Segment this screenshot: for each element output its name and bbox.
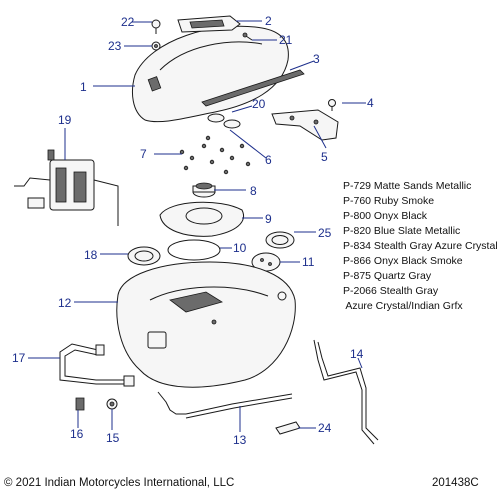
callout-8: 8 bbox=[250, 184, 257, 198]
leader-lines bbox=[28, 20, 366, 432]
part-25-ring bbox=[265, 231, 295, 249]
legend-item: P-820 Blue Slate Metallic bbox=[343, 225, 461, 237]
callout-3: 3 bbox=[313, 52, 320, 66]
drawing-number: 201438C bbox=[432, 477, 479, 489]
part-13-hose bbox=[157, 391, 293, 419]
part-14-tube bbox=[313, 339, 379, 445]
callout-15: 15 bbox=[106, 431, 120, 445]
callout-24: 24 bbox=[318, 421, 332, 435]
legend-item: Azure Crystal/Indian Grfx bbox=[343, 300, 463, 312]
part-4-screw bbox=[328, 99, 336, 111]
part-23-washer bbox=[151, 41, 161, 51]
part-9-filler-plate bbox=[159, 201, 244, 237]
part-15-clamp bbox=[106, 398, 118, 410]
callout-21: 21 bbox=[279, 33, 293, 47]
part-19-fuel-pump bbox=[14, 149, 119, 226]
callout-1: 1 bbox=[80, 80, 87, 94]
legend-item: P-729 Matte Sands Metallic bbox=[343, 180, 472, 192]
legend-item: P-866 Onyx Black Smoke bbox=[343, 255, 463, 267]
part-8-fuel-cap bbox=[192, 182, 216, 198]
callout-14: 14 bbox=[350, 347, 364, 361]
callout-10: 10 bbox=[233, 241, 247, 255]
callout-2: 2 bbox=[265, 14, 272, 28]
part-24-grommet bbox=[275, 421, 301, 435]
copyright-text: © 2021 Indian Motorcycles International,… bbox=[4, 477, 235, 489]
part-10-o-ring bbox=[167, 239, 221, 261]
callout-11: 11 bbox=[302, 255, 315, 269]
callout-20: 20 bbox=[252, 97, 266, 111]
callout-16: 16 bbox=[70, 427, 84, 441]
callout-25: 25 bbox=[318, 226, 332, 240]
callout-9: 9 bbox=[265, 212, 272, 226]
callout-12: 12 bbox=[58, 296, 72, 310]
part-11-plate bbox=[251, 252, 281, 272]
callout-4: 4 bbox=[367, 96, 374, 110]
legend-item: P-834 Stealth Gray Azure Crystal bbox=[343, 240, 498, 252]
part-5-bracket bbox=[271, 109, 339, 141]
callout-7: 7 bbox=[140, 147, 147, 161]
callout-18: 18 bbox=[84, 248, 98, 262]
part-17-fuel-line bbox=[59, 343, 135, 387]
callout-5: 5 bbox=[321, 150, 328, 164]
part-6-7-fasteners bbox=[179, 135, 251, 175]
legend-item: P-800 Onyx Black bbox=[343, 210, 428, 222]
callout-numbers: 1 2 3 4 5 6 7 8 9 10 11 12 13 14 15 16 1… bbox=[12, 14, 374, 447]
part-18-ring bbox=[127, 246, 161, 266]
callout-13: 13 bbox=[233, 433, 247, 447]
legend-item: P-875 Quartz Gray bbox=[343, 270, 432, 282]
part-16-clip bbox=[75, 397, 85, 411]
legend-item: P-2066 Stealth Gray bbox=[343, 285, 439, 297]
callout-6: 6 bbox=[265, 153, 272, 167]
callout-23: 23 bbox=[108, 39, 122, 53]
part-20-clips bbox=[207, 113, 241, 129]
callout-17: 17 bbox=[12, 351, 26, 365]
legend-item: P-760 Ruby Smoke bbox=[343, 195, 435, 207]
part-3-trim-strip bbox=[201, 69, 305, 107]
part-2-console-badge bbox=[177, 15, 241, 33]
part-22-screw bbox=[151, 19, 161, 34]
part-21-screw bbox=[242, 32, 253, 41]
part-12-fuel-tank bbox=[116, 261, 296, 388]
callout-19: 19 bbox=[58, 113, 72, 127]
callout-22: 22 bbox=[121, 15, 135, 29]
part-1-tank-cover bbox=[132, 25, 289, 123]
